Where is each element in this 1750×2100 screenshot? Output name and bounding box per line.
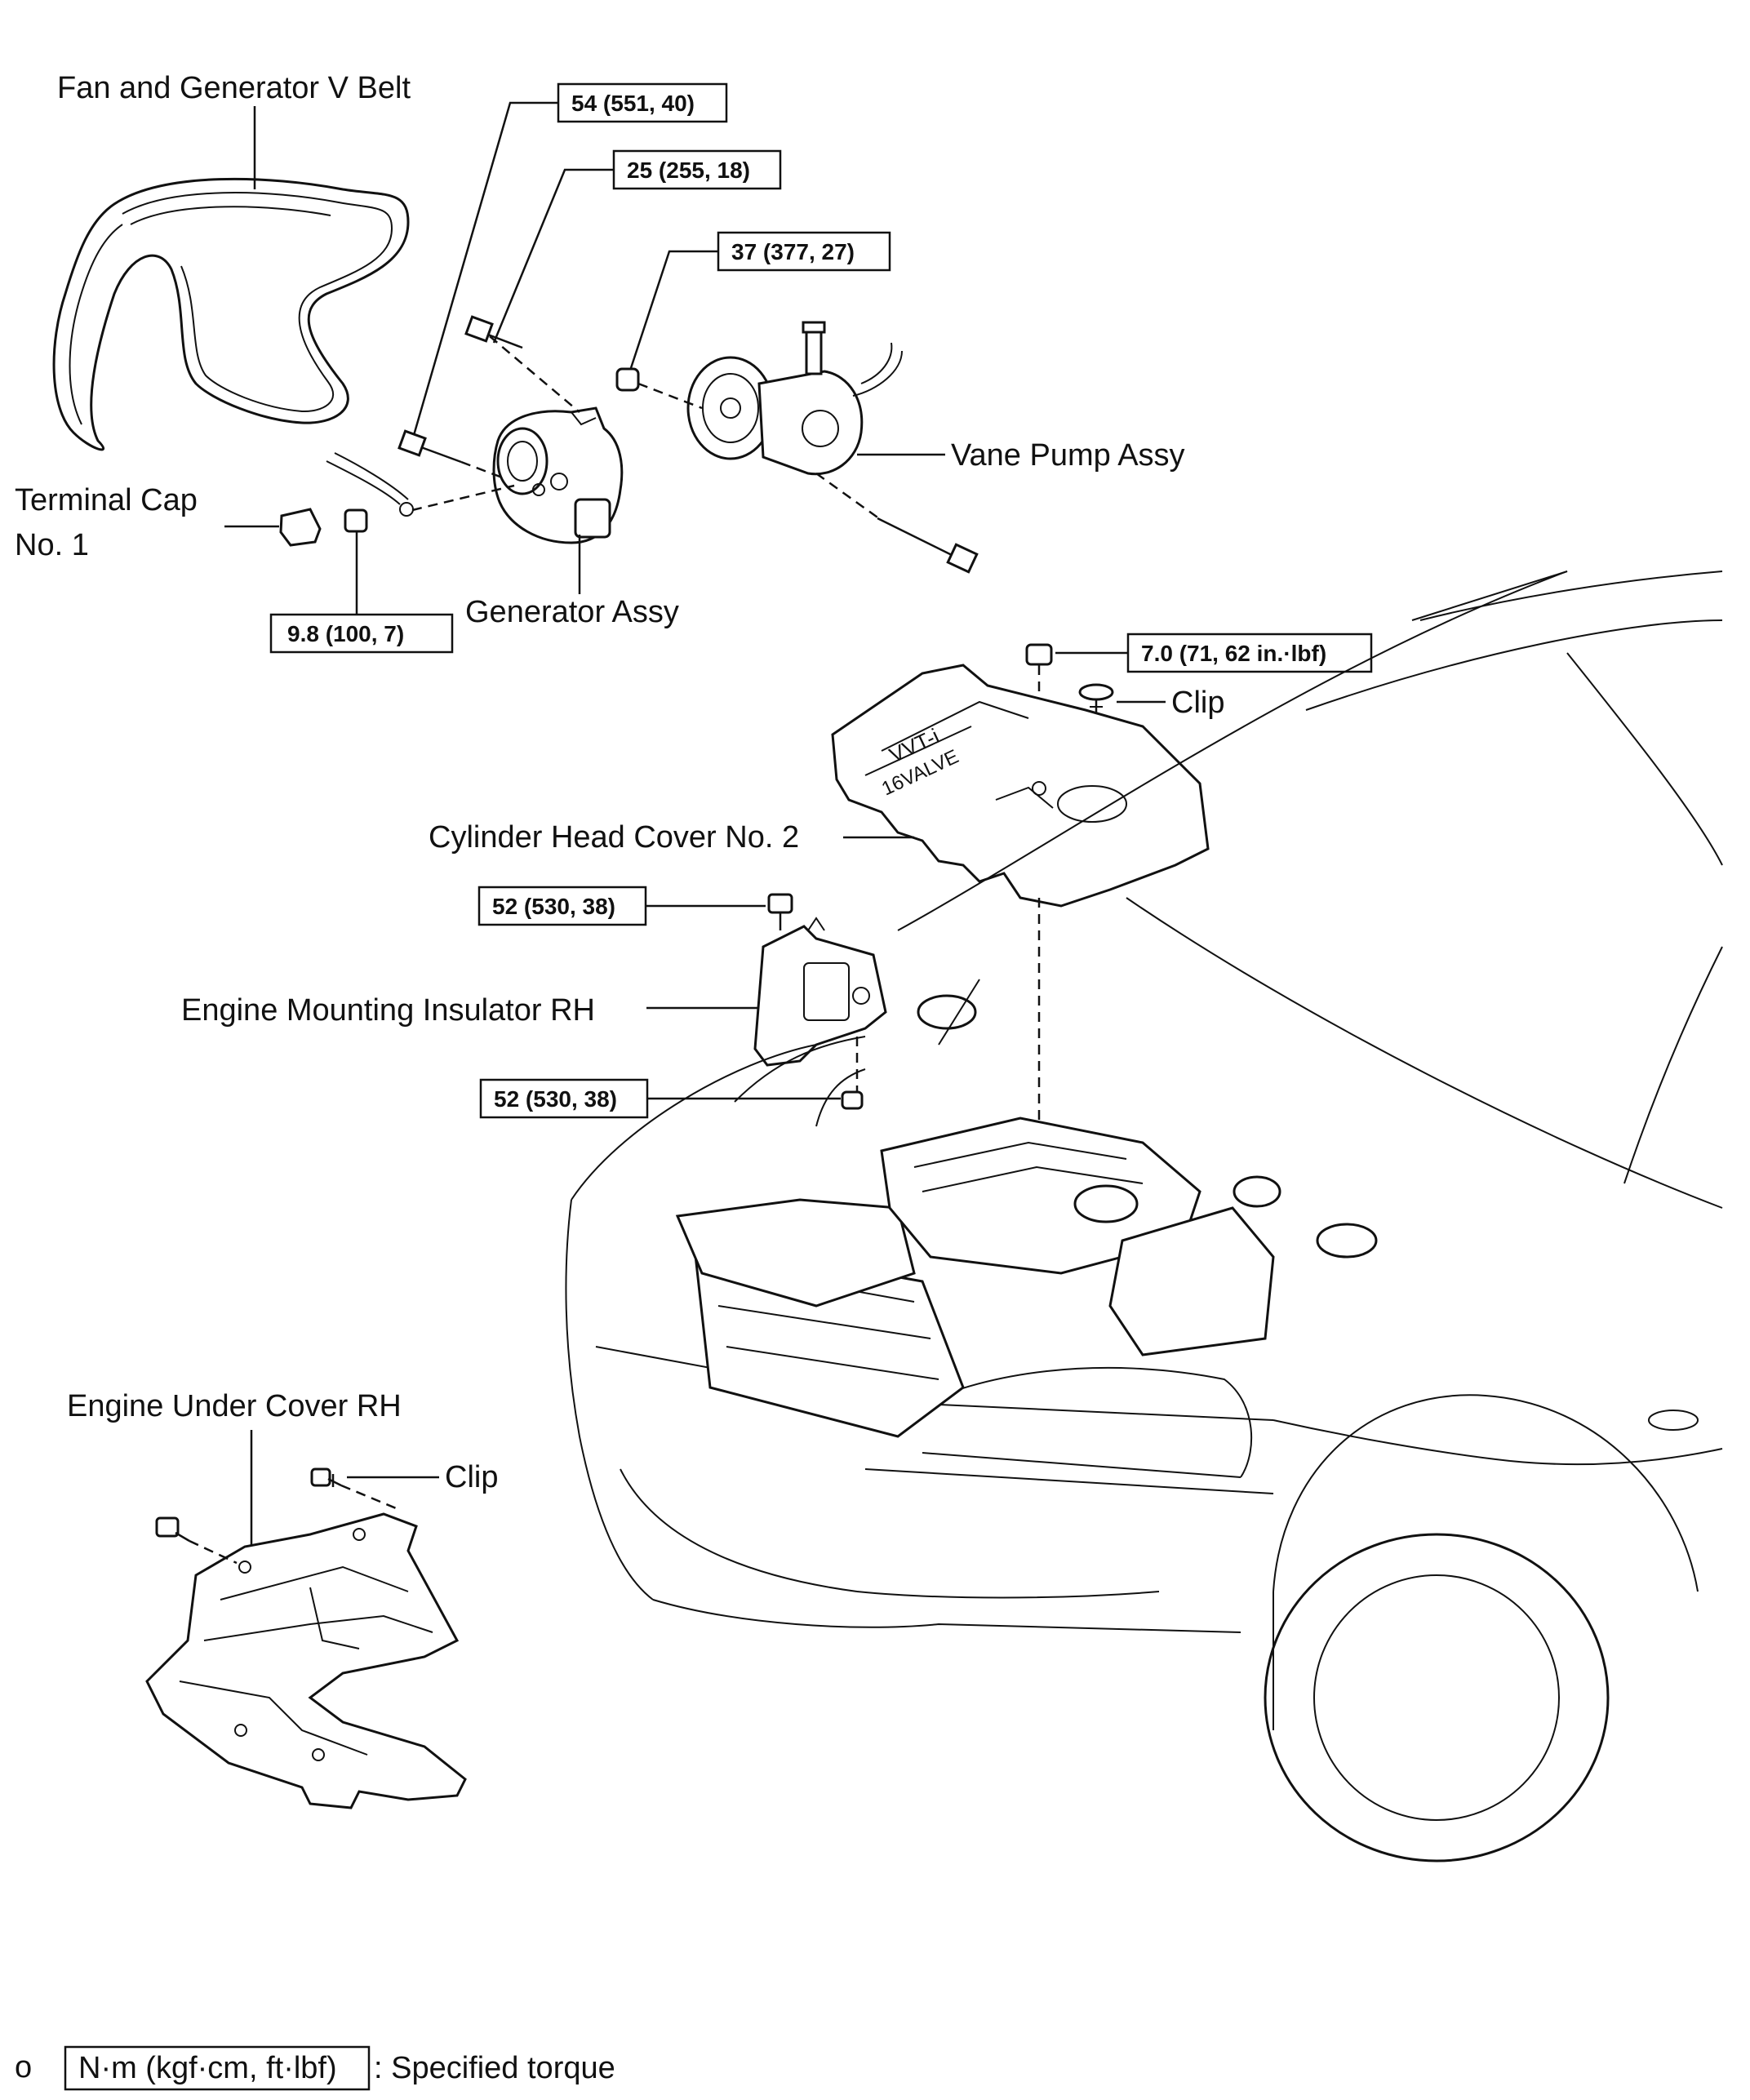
- torque-9-8-value: 9.8 (100, 7): [287, 621, 404, 646]
- vane-pump-nut: [615, 367, 640, 392]
- fan-belt-label: Fan and Generator V Belt: [57, 71, 411, 105]
- mount-nut-lower: [841, 1090, 864, 1110]
- torque-7-0-value: 7.0 (71, 62 in.·lbf): [1141, 641, 1326, 666]
- v-belt-drawing: [52, 177, 410, 451]
- vane-pump-long-bolt: [877, 517, 979, 574]
- legend-unit-text: N·m (kgf·cm, ft·lbf): [78, 2051, 337, 2085]
- generator-bolt-upper: [464, 315, 523, 349]
- terminal-cap-drawing: [279, 452, 414, 547]
- terminal-cap-label-line2: No. 1: [15, 528, 89, 562]
- vane-pump-drawing: [686, 321, 903, 476]
- generator-label: Generator Assy: [465, 595, 679, 629]
- legend-marker: o: [15, 2050, 32, 2084]
- under-cover-bolt: [155, 1516, 190, 1543]
- clip-bottom-label: Clip: [445, 1460, 498, 1494]
- legend-unit-box: [64, 2045, 371, 2091]
- torque-box-52-lower: [479, 1078, 649, 1119]
- mount-bolt-upper: [767, 893, 793, 930]
- torque-52-lower-value: 52 (530, 38): [494, 1086, 617, 1112]
- vane-pump-bolt-path: [815, 472, 881, 521]
- clip-bottom-path: [340, 1484, 401, 1512]
- vane-pump-label: Vane Pump Assy: [951, 438, 1185, 473]
- car-body-drawing: [565, 571, 1723, 1862]
- torque-54-value: 54 (551, 40): [571, 91, 695, 116]
- torque-25-leader: [492, 168, 614, 344]
- engine-mount-drawing: [753, 917, 887, 1067]
- generator-bolt-lower: [398, 429, 462, 464]
- terminal-path: [411, 484, 515, 512]
- cylinder-head-cover-label: Cylinder Head Cover No. 2: [429, 820, 799, 855]
- under-cover-label: Engine Under Cover RH: [67, 1389, 402, 1423]
- engine-mount-label: Engine Mounting Insulator RH: [181, 993, 595, 1028]
- vane-pump-nut-path: [637, 382, 703, 410]
- legend-description: : Specified torque: [374, 2051, 615, 2085]
- torque-37-leader: [627, 250, 718, 376]
- under-cover-drawing: [145, 1512, 467, 1809]
- torque-54-leader: [411, 101, 558, 442]
- upper-bolt-path: [489, 335, 580, 413]
- torque-52-upper-value: 52 (530, 38): [492, 894, 615, 919]
- terminal-cap-label-line1: Terminal Cap: [15, 483, 198, 517]
- cylinder-head-cover-drawing: VVT-i 16VALVE: [831, 664, 1210, 908]
- torque-37-value: 37 (377, 27): [731, 239, 855, 264]
- under-cover-bolt-path: [189, 1539, 238, 1565]
- clip-top-label: Clip: [1171, 686, 1224, 720]
- generator-drawing: [492, 406, 624, 544]
- torque-25-value: 25 (255, 18): [627, 158, 750, 183]
- lower-bolt-path: [460, 460, 503, 479]
- clip-bottom-drawing: [310, 1467, 342, 1487]
- torque-box-9-8: [269, 613, 454, 654]
- torque-box-54: [557, 82, 728, 123]
- head-cover-nut: [1025, 643, 1053, 666]
